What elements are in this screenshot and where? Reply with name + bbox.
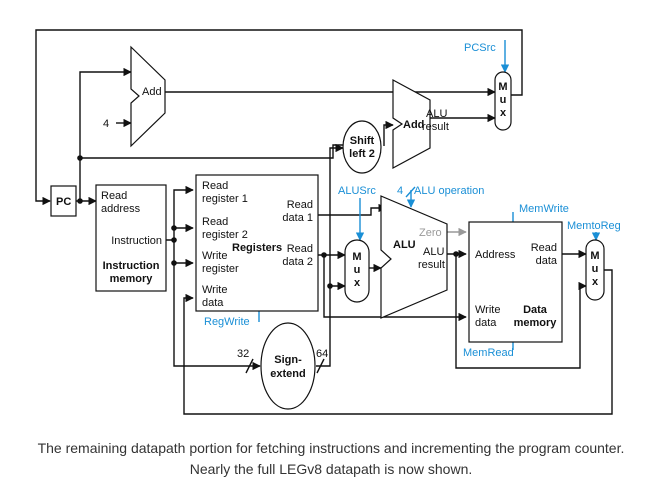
wire-junctions [77, 155, 459, 289]
mux3-letter-m: M [590, 250, 599, 262]
add-label: Add [142, 86, 162, 98]
pc-label: PC [56, 196, 71, 208]
dm-name-1: Data [523, 304, 548, 316]
dm-write-label-2: data [475, 317, 497, 329]
branch-result-label: result [422, 121, 449, 133]
im-name-1: Instruction [103, 260, 160, 272]
pcsrc-control-label: PCSrc [464, 42, 496, 54]
pc-source-mux: M u x [494, 71, 512, 131]
shift-label-1: Shift [350, 135, 375, 147]
reg-wdata-b: data [202, 297, 224, 309]
figure-caption: The remaining datapath portion for fetch… [37, 440, 625, 477]
alu-name-label: ALU [393, 239, 416, 251]
constant-four-label: 4 [103, 118, 109, 130]
dm-read-label-1: Read [531, 242, 557, 254]
width-64-label: 64 [316, 348, 328, 360]
sign-extend-unit: Sign- extend [260, 322, 316, 410]
reg-read1-b: register 1 [202, 193, 248, 205]
memtoreg-control-label: MemtoReg [567, 220, 621, 232]
reg-wdata-a: Write [202, 284, 227, 296]
alu-zero-label: Zero [419, 227, 442, 239]
branch-add-label: Add [403, 119, 424, 131]
mux2-letter-x: x [354, 277, 361, 289]
mux2-letter-m: M [352, 251, 361, 263]
reg-rd1-b: data 1 [282, 212, 313, 224]
main-alu: ALU Zero ALU result [380, 195, 448, 319]
instruction-memory: Read address Instruction Instruction mem… [95, 184, 167, 292]
mux1-letter-u: u [500, 94, 507, 106]
reg-write-a: Write [202, 250, 227, 262]
mux2-letter-u: u [354, 264, 361, 276]
reg-read1-a: Read [202, 180, 228, 192]
data-memory: Address Read data Write data Data memory [468, 221, 563, 343]
reg-read2-b: register 2 [202, 229, 248, 241]
alu-op-width-label: 4 [397, 185, 403, 197]
reg-rd2-b: data 2 [282, 256, 313, 268]
datapath-wires [35, 29, 613, 415]
alu-source-mux: M u x [344, 239, 370, 303]
mux3-letter-x: x [592, 276, 599, 288]
mux3-letter-u: u [592, 263, 599, 275]
im-name-2: memory [110, 273, 154, 285]
register-file: Read register 1 Read register 2 Write re… [195, 174, 319, 312]
mux1-letter-x: x [500, 107, 507, 119]
alu-result-label-2: result [418, 259, 445, 271]
im-address-label: address [101, 203, 141, 215]
alu-result-label-1: ALU [423, 246, 444, 258]
dm-write-label-1: Write [475, 304, 500, 316]
width-32-label: 32 [237, 348, 249, 360]
legv8-datapath-diagram: PC Add 4 Shift left 2 Add ALU result PCS… [35, 29, 621, 415]
reg-write-b: register [202, 263, 239, 275]
reg-rd1-a: Read [287, 199, 313, 211]
mux1-letter-m: M [498, 81, 507, 93]
dm-read-label-2: data [536, 255, 558, 267]
memread-control-label: MemRead [463, 347, 514, 359]
im-instruction-label: Instruction [111, 235, 162, 247]
signext-label-2: extend [270, 368, 305, 380]
memwrite-control-label: MemWrite [519, 203, 569, 215]
memtoreg-mux: M u x [585, 239, 605, 301]
signext-label-1: Sign- [274, 354, 302, 366]
reg-rd2-a: Read [287, 243, 313, 255]
program-counter: PC [50, 185, 77, 217]
alu-operation-control-label: ALU operation [414, 185, 484, 197]
dm-name-2: memory [514, 317, 558, 329]
reg-read2-a: Read [202, 216, 228, 228]
shift-left-2-unit: Shift left 2 [342, 120, 382, 174]
dm-address-label: Address [475, 249, 516, 261]
im-read-label: Read [101, 190, 127, 202]
alusrc-control-label: ALUSrc [338, 185, 376, 197]
shift-label-2: left 2 [349, 148, 375, 160]
pc-increment-adder: Add [130, 45, 166, 148]
branch-target-adder: Add ALU result [392, 78, 449, 170]
registers-name: Registers [232, 242, 282, 254]
regwrite-control-label: RegWrite [204, 316, 250, 328]
branch-alu-label: ALU [426, 108, 447, 120]
